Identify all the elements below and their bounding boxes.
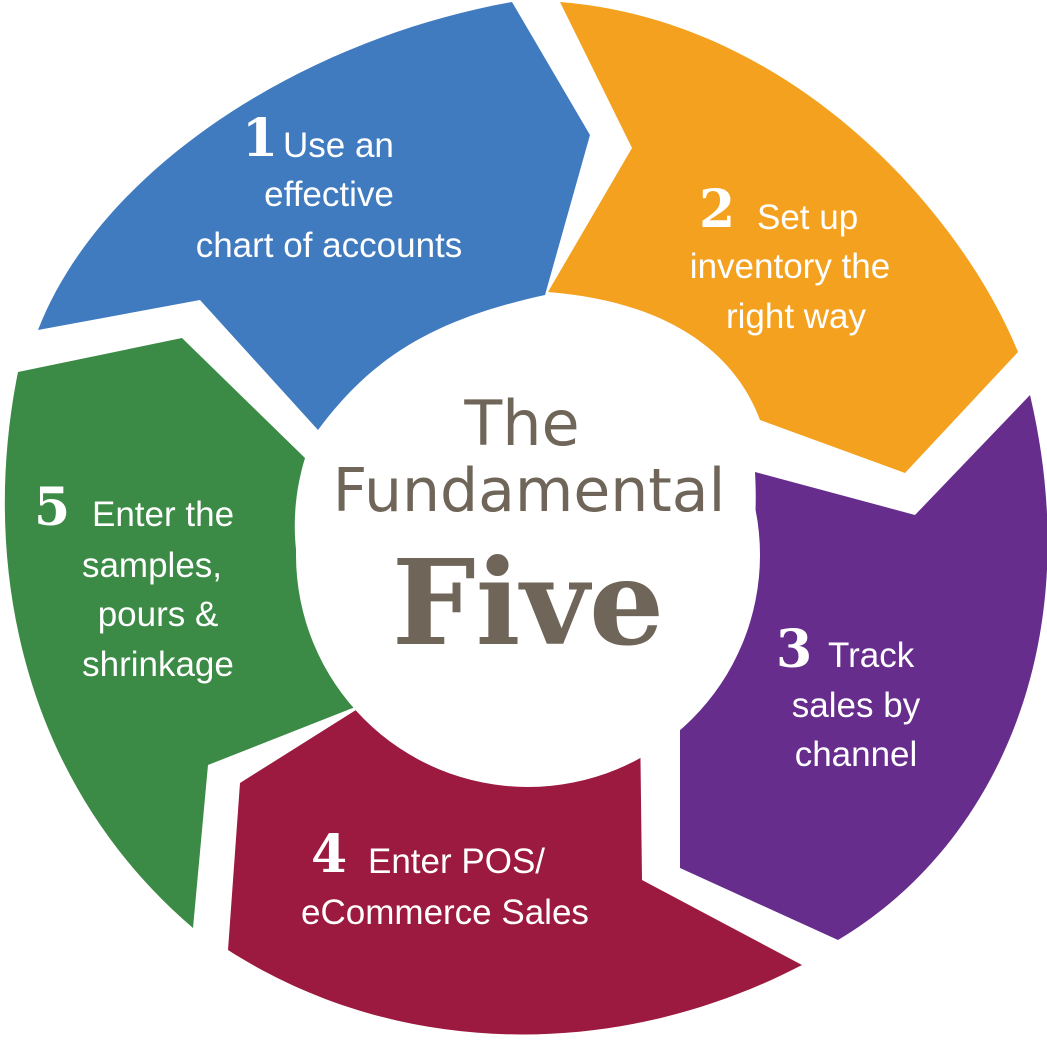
step-1-line-1: Use an [283, 126, 394, 165]
step-4-line-2: eCommerce Sales [301, 893, 589, 932]
step-2-label: 2 Set up inventory the right way [690, 179, 890, 336]
step-5-label: 5 Enter the samples, pours & shrinkage [34, 477, 234, 684]
segment-3-arrow [680, 395, 1047, 940]
center-title-line1: The [463, 387, 579, 460]
segment-4-arrow [228, 698, 802, 1035]
step-1-line-3: chart of accounts [196, 226, 463, 265]
step-3-label: 3 Track sales by channel [776, 619, 921, 774]
segment-5-arrow [4, 338, 373, 928]
segment-1-arrow [38, 2, 590, 430]
step-1-number: 1 [242, 108, 278, 169]
step-1-label: 1 Use an effective chart of accounts [196, 108, 463, 265]
step-4-number: 4 [311, 824, 347, 885]
step-2-line-1: Set up [757, 198, 858, 237]
step-3-line-3: channel [795, 735, 918, 774]
step-5-number: 5 [34, 477, 70, 538]
center-title-line3: Five [392, 533, 664, 672]
step-3-number: 3 [776, 619, 812, 680]
step-2-number: 2 [699, 179, 735, 240]
step-5-line-2: samples, [82, 546, 222, 585]
step-4-label: 4 Enter POS/ eCommerce Sales [301, 824, 589, 932]
step-5-line-1: Enter the [92, 495, 234, 534]
step-5-line-4: shrinkage [82, 645, 234, 684]
step-2-line-2: inventory the [690, 247, 890, 286]
step-4-line-1: Enter POS/ [368, 842, 545, 881]
center-circle [296, 323, 760, 787]
step-3-line-1: Track [828, 636, 915, 675]
segment-2-arrow [548, 2, 1018, 473]
step-2-line-3: right way [726, 297, 867, 336]
step-3-line-2: sales by [792, 686, 921, 725]
step-5-line-3: pours & [98, 595, 219, 634]
step-1-line-2: effective [264, 175, 394, 214]
center-title-line2: Fundamental [333, 456, 726, 526]
